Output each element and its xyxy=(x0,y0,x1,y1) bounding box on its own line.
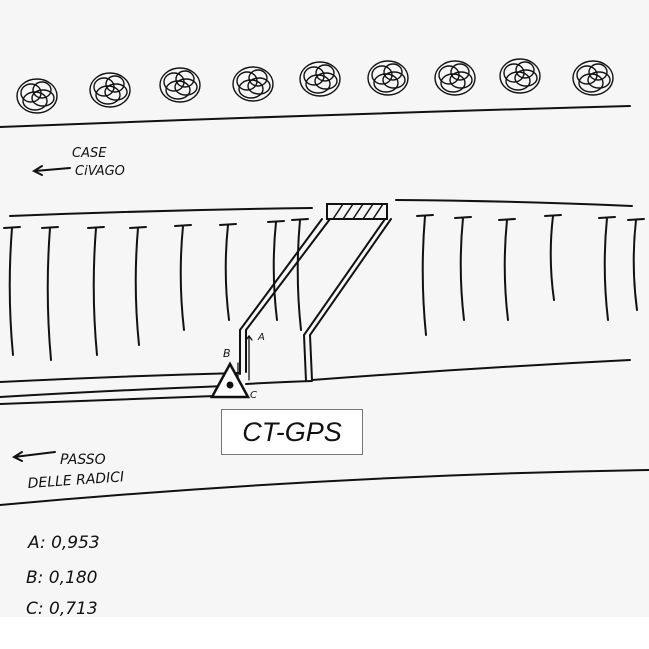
passo-label: PASSO xyxy=(60,452,106,468)
field-edge-left xyxy=(9,207,313,217)
tree-icon xyxy=(159,67,201,103)
tree-icon xyxy=(499,58,541,94)
measurement-b: B: 0,180 xyxy=(26,568,97,588)
lower-boundary xyxy=(0,469,649,506)
arrow-case xyxy=(31,165,71,176)
access-ramp-right xyxy=(302,218,392,382)
fence-post xyxy=(41,226,59,361)
radici-label: DELLE RADICI xyxy=(27,469,125,492)
tree-icon xyxy=(434,60,476,96)
lower-road-bottom xyxy=(0,395,216,405)
lower-road-mid xyxy=(0,380,313,398)
fence-post xyxy=(598,216,616,321)
tree-icon xyxy=(232,66,274,102)
arrow-passo xyxy=(11,451,56,462)
civago-label: CiVAGO xyxy=(75,164,125,179)
point-c-label: C xyxy=(250,390,257,401)
fence-post xyxy=(219,223,237,321)
lower-road-top xyxy=(0,359,631,383)
station-label-box: CT-GPS xyxy=(221,409,363,455)
paper-background xyxy=(0,0,649,617)
fence-post xyxy=(3,226,21,356)
upper-road-line xyxy=(0,105,631,128)
access-ramp-left xyxy=(239,218,331,375)
fence-post xyxy=(129,226,147,346)
fence-posts xyxy=(3,214,645,361)
fence-post xyxy=(174,224,192,331)
dimension-a xyxy=(245,334,253,381)
fence-post xyxy=(267,220,285,321)
point-a-label: A xyxy=(257,332,265,343)
measurement-c: C: 0,713 xyxy=(26,599,98,619)
fence-post xyxy=(87,226,105,356)
fence-post xyxy=(544,214,562,301)
point-b-label: B xyxy=(223,347,231,360)
gps-station-triangle-icon xyxy=(209,361,251,399)
tree-icon xyxy=(367,60,409,96)
tree-row xyxy=(16,58,614,114)
fence-post xyxy=(627,218,645,311)
field-edge-right xyxy=(395,199,633,207)
tree-icon xyxy=(16,78,58,114)
fence-post xyxy=(498,218,516,321)
fence-post xyxy=(291,218,309,331)
tree-icon xyxy=(572,60,614,96)
measurement-a: A: 0,953 xyxy=(27,533,100,553)
tree-icon xyxy=(299,61,341,97)
fence-post xyxy=(454,216,472,321)
tree-icon xyxy=(89,72,131,108)
hatched-building xyxy=(326,203,388,220)
fence-post xyxy=(416,214,434,336)
case-label: CASE xyxy=(72,146,107,161)
